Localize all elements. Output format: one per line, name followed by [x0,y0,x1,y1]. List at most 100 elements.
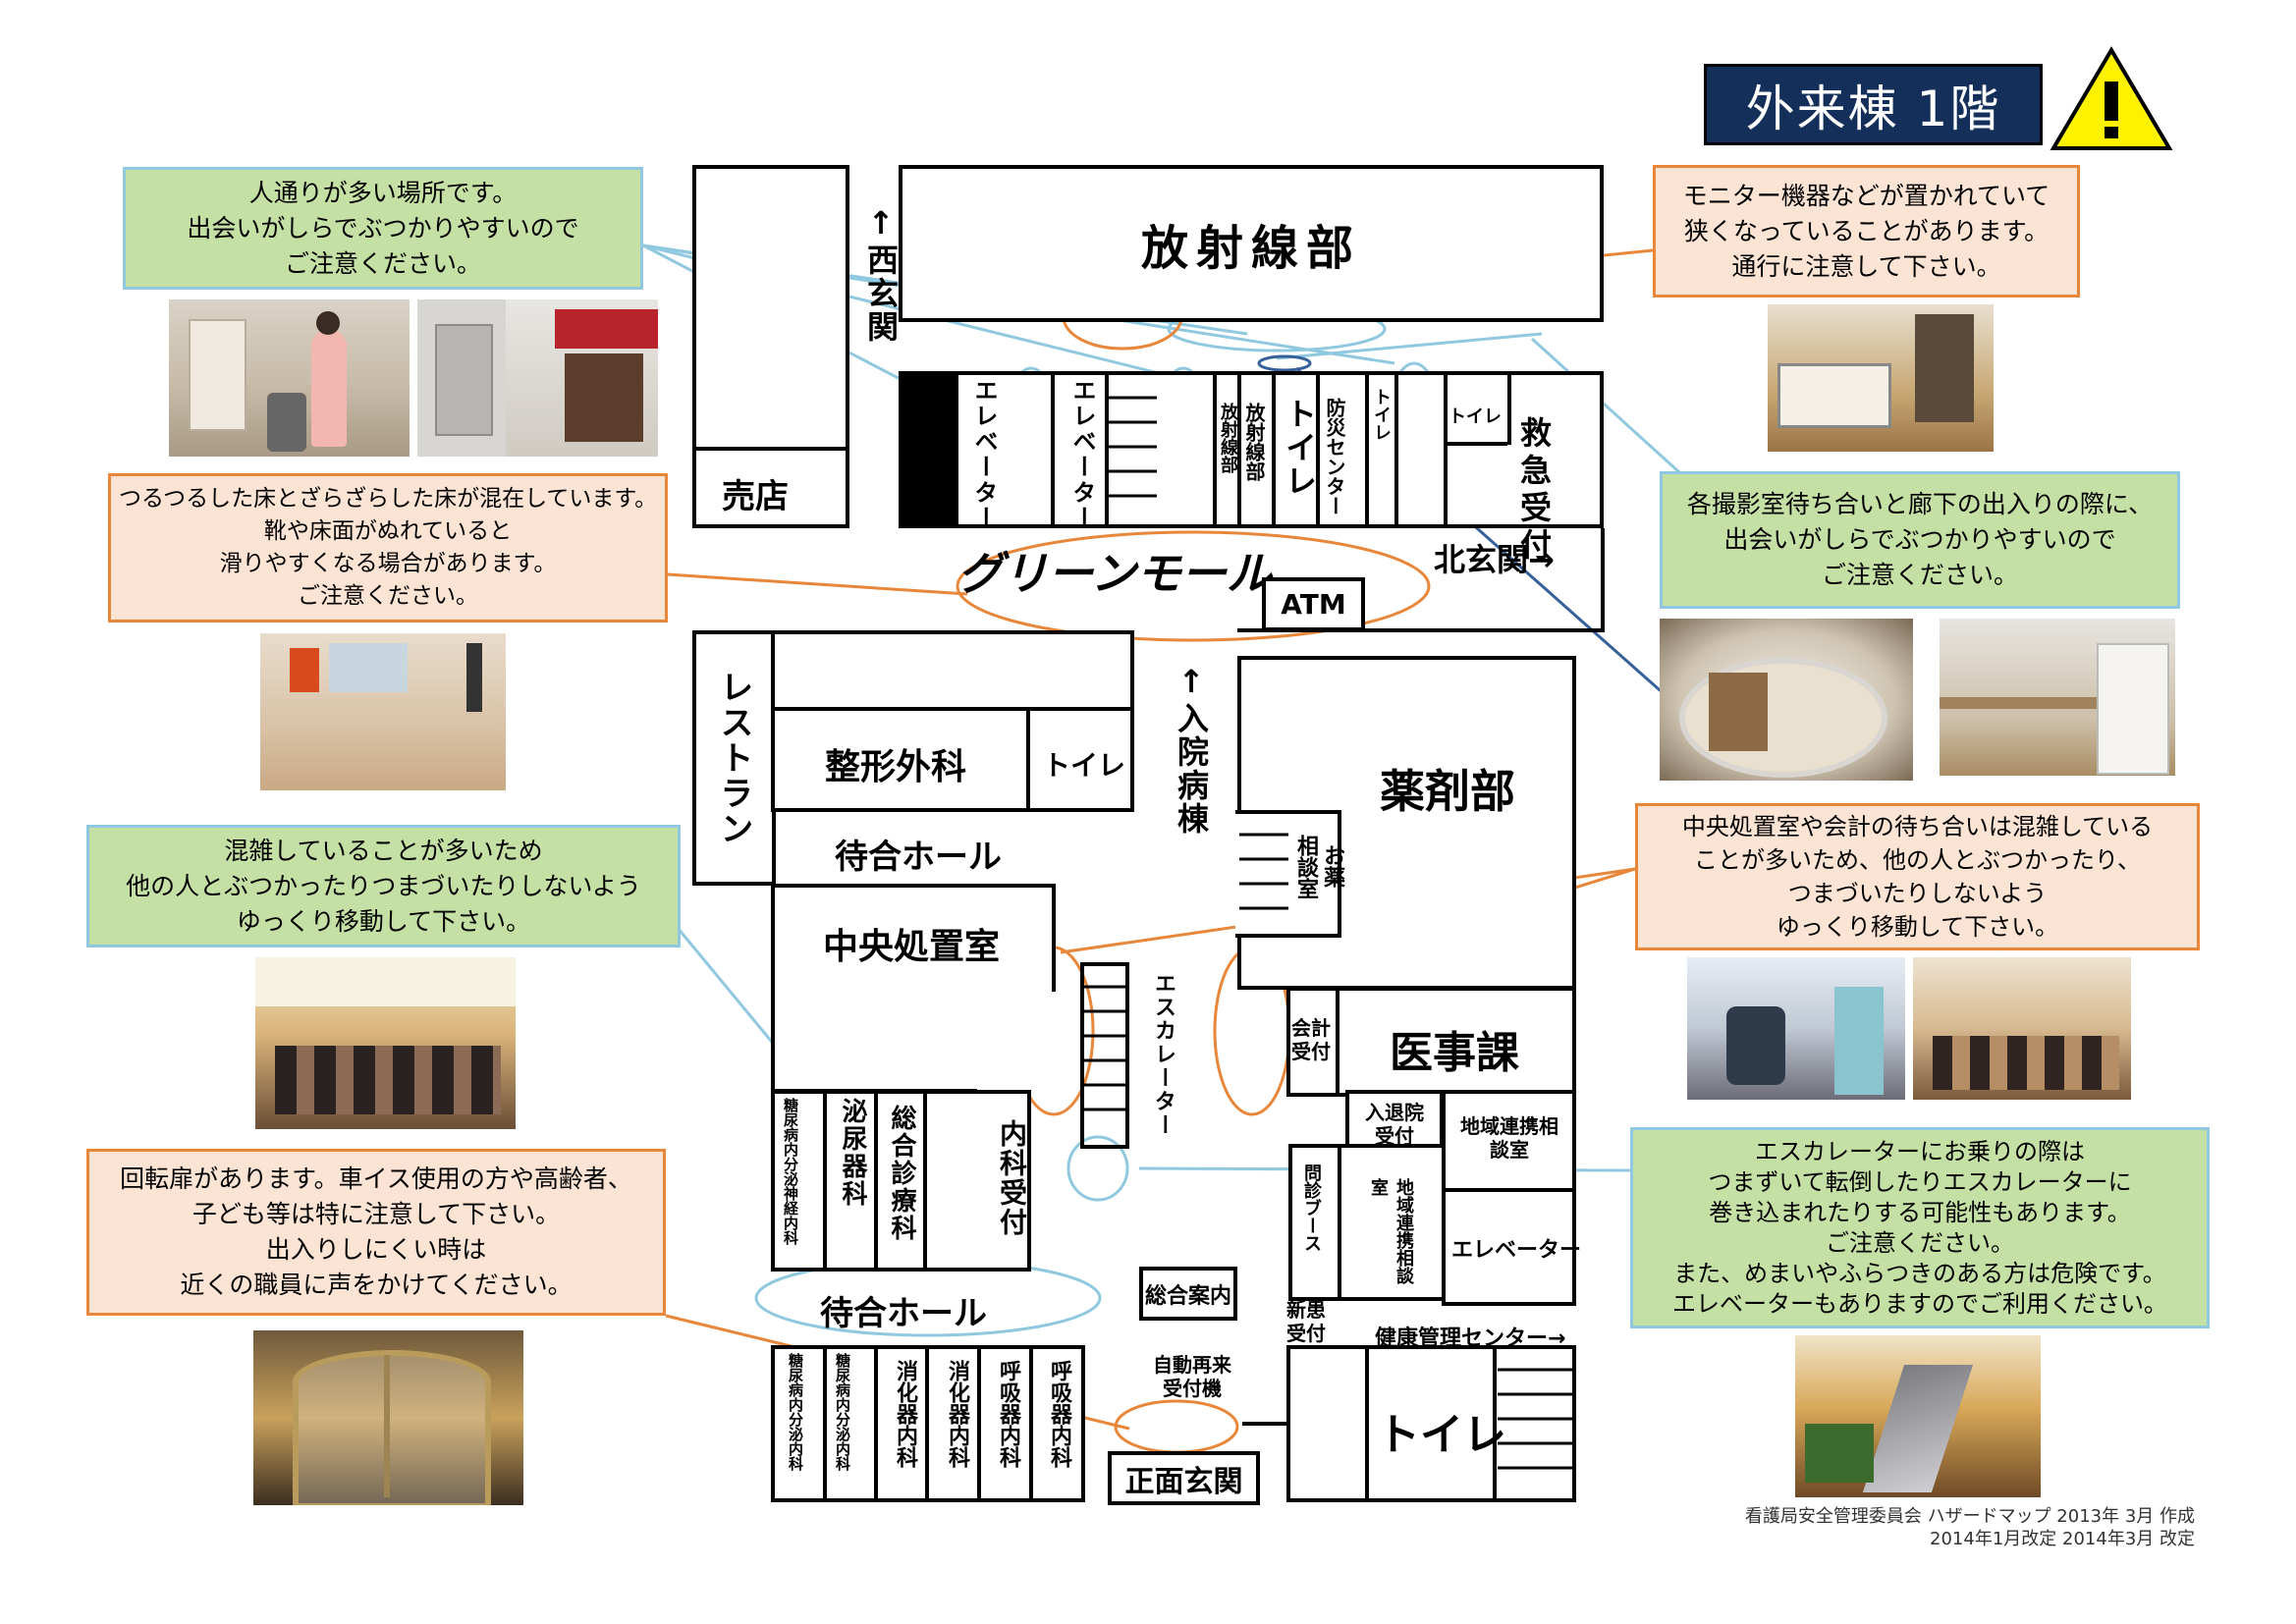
respiratory-2-label: 呼吸器内科 [1047,1360,1071,1468]
photo-corridor-nurse [169,299,410,457]
note-revolving-door: 回転扉があります。車イス使用の方や高齢者、子ども等は特に注意して下さい。出入りし… [86,1149,666,1316]
divider [823,1345,827,1502]
photo-waiting-2 [1913,957,2131,1100]
stairs-icon [1239,833,1288,910]
internal-reception-label: 内科受付 [996,1119,1028,1237]
credit-line-2: 2014年1月改定 2014年3月 改定 [1930,1529,2195,1549]
divider [977,1345,981,1502]
note-crowded-corridor: 人通りが多い場所です。出会いがしらでぶつかりやすいのでご注意ください。 [123,167,643,290]
radiology-small-1: 放射線部 [1218,403,1238,473]
gastro-2-label: 消化器内科 [945,1360,969,1468]
pharmacy-label: 薬剤部 [1380,765,1515,818]
divider [1051,371,1055,528]
divider [1365,1345,1369,1502]
emergency-label: 救急受付 [1520,414,1553,564]
divider [1444,442,1507,446]
note-radiology-waiting: 各撮影室待ち合いと廊下の出入りの際に、出会いがしらでぶつかりやすいのでご注意くだ… [1660,471,2180,609]
elevator-label-3: エレベーター [1451,1238,1582,1263]
west-entrance-label: ↑西玄関 [862,204,900,344]
note-floor: つるつるした床とざらざらした床が混在しています。靴や床面がぬれていると滑りやすく… [108,473,668,623]
photo-escalator [1795,1335,2041,1497]
disaster-center-label: 防災センター [1323,398,1346,515]
photo-waiting-1 [1687,957,1905,1100]
toilet-label-5: トイレ [1377,1410,1506,1460]
photo-elevator [417,299,658,457]
hazard-ellipse [1114,1399,1239,1454]
radiology-small-2: 放射線部 [1242,403,1266,481]
stair-block [900,373,958,526]
gastro-1-label: 消化器内科 [893,1360,917,1468]
orthopedics-block [771,630,1134,812]
note-waiting-crowd: 混雑していることが多いため他の人とぶつかったりつまづいたりしないようゆっくり移動… [86,825,681,947]
divider [1029,1345,1033,1502]
note-central-treatment: 中央処置室や会計の待ち合いは混雑していることが多いため、他の人とぶつかったり、つ… [1635,803,2200,950]
photo-floor [260,633,506,790]
divider [771,707,1134,711]
orthopedics-label: 整形外科 [825,747,967,787]
escalator-steps-icon [1080,962,1129,1149]
note-monitors: モニター機器などが置かれていて狭くなっていることがあります。通行に注意して下さい… [1653,165,2080,298]
consult-block [1235,810,1341,938]
green-mall-label: グリーンモール [957,547,1272,600]
connector-line [667,572,968,596]
toilet-label-1: トイレ [1281,398,1318,498]
warning-triangle-icon [2050,46,2173,150]
stairs-icon [1498,1368,1574,1470]
emergency-room [1444,371,1604,528]
divider [1213,371,1217,528]
notch [977,992,1058,1096]
divider [874,1345,878,1502]
interview-block [1288,1144,1446,1301]
west-block [692,165,849,528]
interview-booth-label: 問診ブース [1301,1164,1322,1252]
diabetes-2-label: 糖尿病内分泌内科 [787,1353,804,1471]
medical-affairs-block [1286,987,1576,1097]
new-patient-label: 新患受付 [1286,1298,1326,1345]
divider [692,447,849,451]
photo-radiology-door [1940,619,2175,776]
cashier-label: 会計受付 [1291,1016,1331,1063]
liaison-block [1442,1090,1576,1306]
waiting-hall-2-label: 待合ホール [820,1294,987,1333]
clinic-row [771,1090,1031,1272]
medical-affairs-label: 医事課 [1390,1028,1519,1078]
connector-line [1530,337,1691,483]
credit-line-1: 看護局安全管理委員会 ハザードマップ 2013年 3月 作成 [1744,1506,2195,1527]
toilet-block [1286,1345,1576,1502]
photo-waiting-crowd [255,957,516,1129]
auto-reception-label: 自動再来受付機 [1153,1353,1231,1400]
divider [1237,628,1605,632]
divider [1442,1188,1576,1192]
divider [823,1090,827,1272]
photo-revolving-door [253,1330,523,1505]
escalator-label: エスカレーター [1151,972,1175,1137]
elevator-label-1: エレベーター [970,378,998,531]
photo-mirror [1660,619,1913,781]
toilet-label-3: トイレ [1449,406,1502,427]
divider [1026,707,1030,812]
divider [874,1090,878,1272]
information-desk: 総合案内 [1139,1267,1237,1321]
stairs-icon [1108,396,1157,498]
urology-label: 泌尿器科 [838,1098,867,1208]
divider [1338,1144,1341,1301]
toilet-label-4: トイレ [1043,749,1126,782]
elevator-label-2: エレベーター [1068,378,1096,531]
connector-line [1276,332,1543,360]
page-title: 外来棟 1階 [1704,64,2043,145]
hazard-ellipse [1257,354,1312,372]
regional-liaison-label: 地域連携相談室 [1460,1114,1558,1162]
central-treatment-label: 中央処置室 [823,927,1001,967]
respiratory-1-label: 呼吸器内科 [996,1360,1020,1468]
inpatient-label: ↑入院病棟 [1173,663,1210,836]
consult-1-label: 相談室 [1293,835,1318,899]
diabetes-3-label: 糖尿病内分泌内科 [834,1353,851,1471]
radiology-room: 放射線部 [899,165,1604,322]
divider [1272,371,1276,528]
divider [1316,371,1320,528]
divider [1365,371,1369,528]
main-entrance: 正面玄関 [1108,1451,1260,1505]
hazard-ellipse [956,530,1431,642]
toilet-label-2: トイレ [1371,388,1392,441]
divider [1242,1422,1291,1426]
